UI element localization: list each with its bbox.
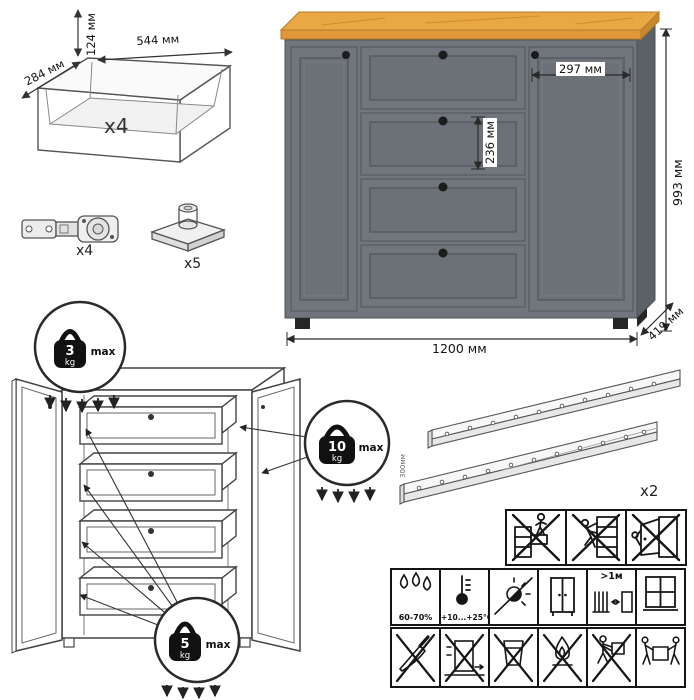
weight-top-value: 3 — [65, 344, 74, 359]
weight-bottom-value: 5 — [180, 637, 189, 652]
humidity-drops-icon — [399, 571, 432, 591]
no-drag-icon — [444, 633, 485, 683]
drawer-box-count: x4 — [104, 114, 129, 138]
slide-length-label: 300мм — [399, 454, 407, 478]
weight-top-unit: kg — [65, 358, 75, 368]
drawer-slides-drawing — [399, 369, 681, 505]
no-climbing-pictogram — [565, 509, 627, 566]
weight-bottom-unit: kg — [180, 651, 190, 661]
pictogram-row-1 — [505, 509, 687, 566]
temperature-label: +10...+25°С — [441, 613, 493, 622]
no-standing-on-drawer-pictogram — [505, 509, 567, 566]
foot-diagram — [146, 194, 230, 258]
drawer-box-width-dim: 544 мм — [136, 31, 180, 48]
avoid-sunlight-pictogram — [488, 568, 539, 626]
no-single-person-carry-pictogram — [586, 627, 637, 688]
drawer-box-diagram — [10, 4, 250, 194]
heat-distance-pictogram: >1м — [586, 568, 637, 626]
open-drawers — [77, 394, 239, 616]
dresser-height-dim: 993 мм — [670, 159, 685, 206]
dresser-drawing — [279, 10, 674, 346]
radiator-distance-icon — [592, 591, 633, 613]
weight-limit-right: 10 kg max — [303, 399, 391, 487]
sun-shade-icon — [494, 577, 533, 615]
two-person-carry-icon — [641, 636, 680, 665]
door-width-dim: 297 мм — [556, 62, 605, 76]
no-spill-icon — [493, 633, 534, 683]
no-hanging-on-door-pictogram — [625, 509, 687, 566]
hinge-diagram — [20, 198, 125, 256]
no-climbing-icon — [571, 513, 621, 562]
foot-icon — [150, 203, 226, 252]
drawer-box-drawing — [21, 9, 233, 164]
weight-right-max: max — [359, 442, 384, 454]
weight-top-max: max — [91, 346, 116, 358]
weight-bottom-max: max — [206, 639, 231, 651]
open-dresser-drawing: 3 kg max 10 kg max 5 kg max — [11, 300, 391, 700]
no-liquids-pictogram — [488, 627, 539, 688]
min-distance-label: >1м — [600, 571, 623, 582]
dresser-render — [275, 5, 685, 363]
open-dresser-diagram: 3 kg max 10 kg max 5 kg max — [0, 295, 400, 700]
drawer-height-dim: 236 мм — [483, 118, 497, 167]
no-standing-on-drawer-icon — [511, 512, 561, 562]
window-icon — [643, 576, 678, 611]
no-dragging-pictogram — [439, 627, 490, 688]
no-knife-icon — [395, 633, 436, 683]
no-single-carry-icon — [591, 633, 632, 683]
slides-count: x2 — [640, 482, 659, 500]
wardrobe-pictogram — [537, 568, 588, 626]
humidity-label: 60-70% — [398, 613, 433, 622]
two-person-carry-pictogram — [635, 627, 686, 688]
temperature-pictogram: +10...+25°С — [439, 568, 493, 626]
foot-count: x5 — [184, 256, 202, 272]
dresser-drawers — [360, 46, 526, 308]
wardrobe-icon — [550, 577, 575, 616]
dresser-width-dim: 1200 мм — [432, 341, 487, 356]
pictogram-row-3 — [390, 627, 686, 688]
weight-right-unit: kg — [332, 454, 342, 464]
no-hanging-on-door-icon — [631, 513, 681, 562]
drawer-slides-diagram — [392, 352, 690, 510]
hinge-count: x4 — [76, 243, 94, 259]
weight-right-value: 10 — [328, 440, 346, 455]
thermometer-icon — [456, 575, 471, 605]
no-open-flame-pictogram — [537, 627, 588, 688]
load-arrows — [44, 395, 376, 700]
weight-limit-bottom: 5 kg max — [153, 596, 241, 684]
weight-limit-top: 3 kg max — [33, 300, 127, 394]
no-flame-icon — [542, 633, 583, 683]
hinge-icon — [21, 215, 119, 243]
no-sharp-objects-pictogram — [390, 627, 441, 688]
pictogram-row-2: 60-70% +10...+25°С — [390, 568, 686, 626]
humidity-pictogram: 60-70% — [390, 568, 441, 626]
window-pictogram — [635, 568, 686, 626]
drawer-box-height-dim: 124 мм — [84, 13, 98, 56]
